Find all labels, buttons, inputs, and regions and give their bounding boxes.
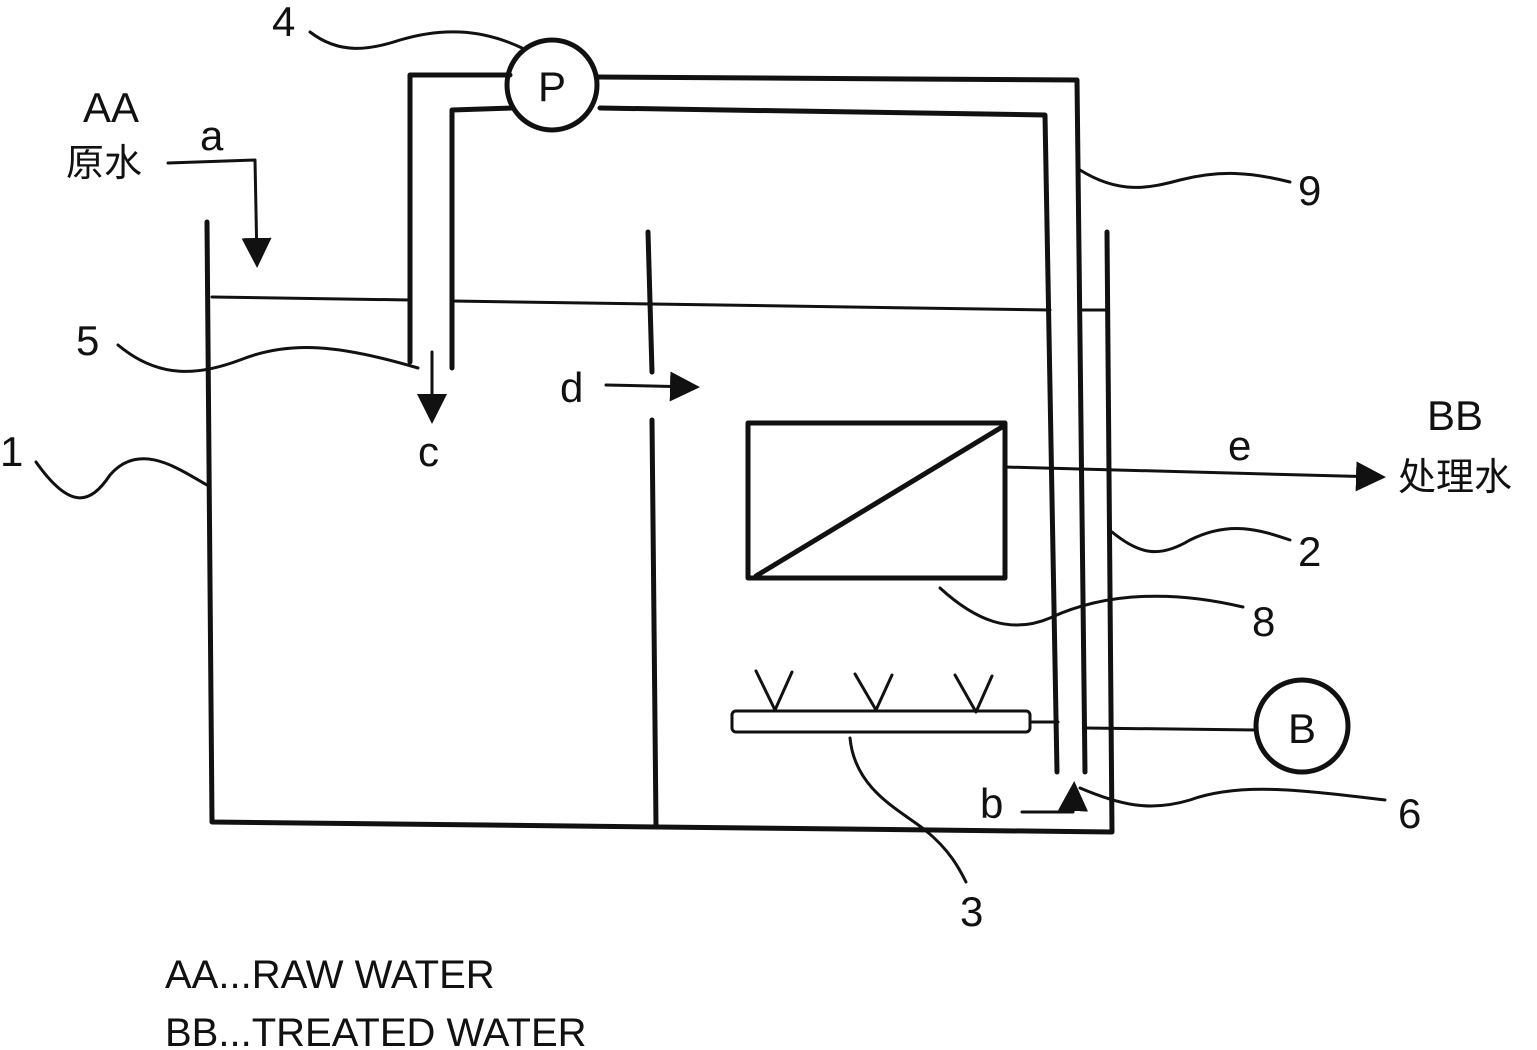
- leader-5: [116, 343, 420, 373]
- water-level-line: [210, 295, 1109, 312]
- legend-treated-water: BB...TREATED WATER: [165, 1011, 587, 1050]
- membrane-module: [745, 420, 1008, 581]
- treated-water-line: [1003, 461, 1386, 492]
- air-supply-line: [1028, 720, 1258, 732]
- treated-water-code: BB: [1427, 392, 1483, 439]
- leader-8: [938, 586, 1245, 627]
- flow-label-c: c: [418, 428, 439, 475]
- diffuser-nozzle-3: [953, 673, 994, 714]
- flow-arrow-a: [166, 158, 272, 268]
- riser-pipe-inner: [597, 105, 1060, 775]
- diffuser-nozzle-2: [853, 672, 894, 712]
- tank-walls: [204, 219, 1115, 835]
- leader-1: [34, 457, 209, 500]
- diffuser-nozzle-1: [754, 669, 794, 712]
- pump-circle: [504, 37, 600, 133]
- ref-numeral-4: 4: [272, 0, 295, 45]
- ref-numeral-1: 1: [0, 428, 23, 475]
- ref-numeral-8: 8: [1252, 598, 1275, 645]
- ref-numeral-2: 2: [1298, 528, 1321, 575]
- membrane-diagonal: [753, 424, 1005, 579]
- return-pipe-outer: [407, 72, 513, 365]
- membrane-box: [745, 420, 1008, 581]
- flow-label-a: a: [200, 112, 224, 159]
- pump: P: [504, 37, 600, 133]
- raw-water-code: AA: [83, 84, 139, 131]
- leader-9: [1078, 168, 1292, 189]
- flow-arrow-d: [604, 371, 700, 402]
- leader-4: [308, 30, 524, 50]
- raw-water-label: 原水: [66, 141, 142, 185]
- pump-label: P: [538, 63, 566, 110]
- flow-label-d: d: [560, 364, 583, 411]
- ref-numeral-9: 9: [1298, 167, 1321, 214]
- blower-circle: [1253, 677, 1351, 775]
- blower: B: [1253, 677, 1351, 775]
- diffuser: [730, 669, 1258, 734]
- legend-raw-water: AA...RAW WATER: [165, 953, 495, 997]
- riser-pipe-outer: [594, 74, 1088, 775]
- flow-label-b: b: [980, 780, 1003, 827]
- blower-label: B: [1288, 705, 1316, 752]
- ref-numeral-6: 6: [1398, 790, 1421, 837]
- diffuser-pipe: [730, 709, 1032, 734]
- tank: [204, 219, 1115, 835]
- flow-label-e: e: [1228, 422, 1251, 469]
- treated-water-label: 处理水: [1398, 455, 1512, 499]
- leader-6: [1078, 786, 1387, 808]
- return-pipe-inner: [449, 105, 515, 371]
- ref-numeral-5: 5: [76, 317, 99, 364]
- ref-numeral-3: 3: [960, 888, 983, 935]
- leader-3: [848, 736, 968, 884]
- partition-wall: [645, 229, 659, 829]
- flow-arrow-b: [1020, 781, 1089, 814]
- leader-2: [1110, 527, 1292, 554]
